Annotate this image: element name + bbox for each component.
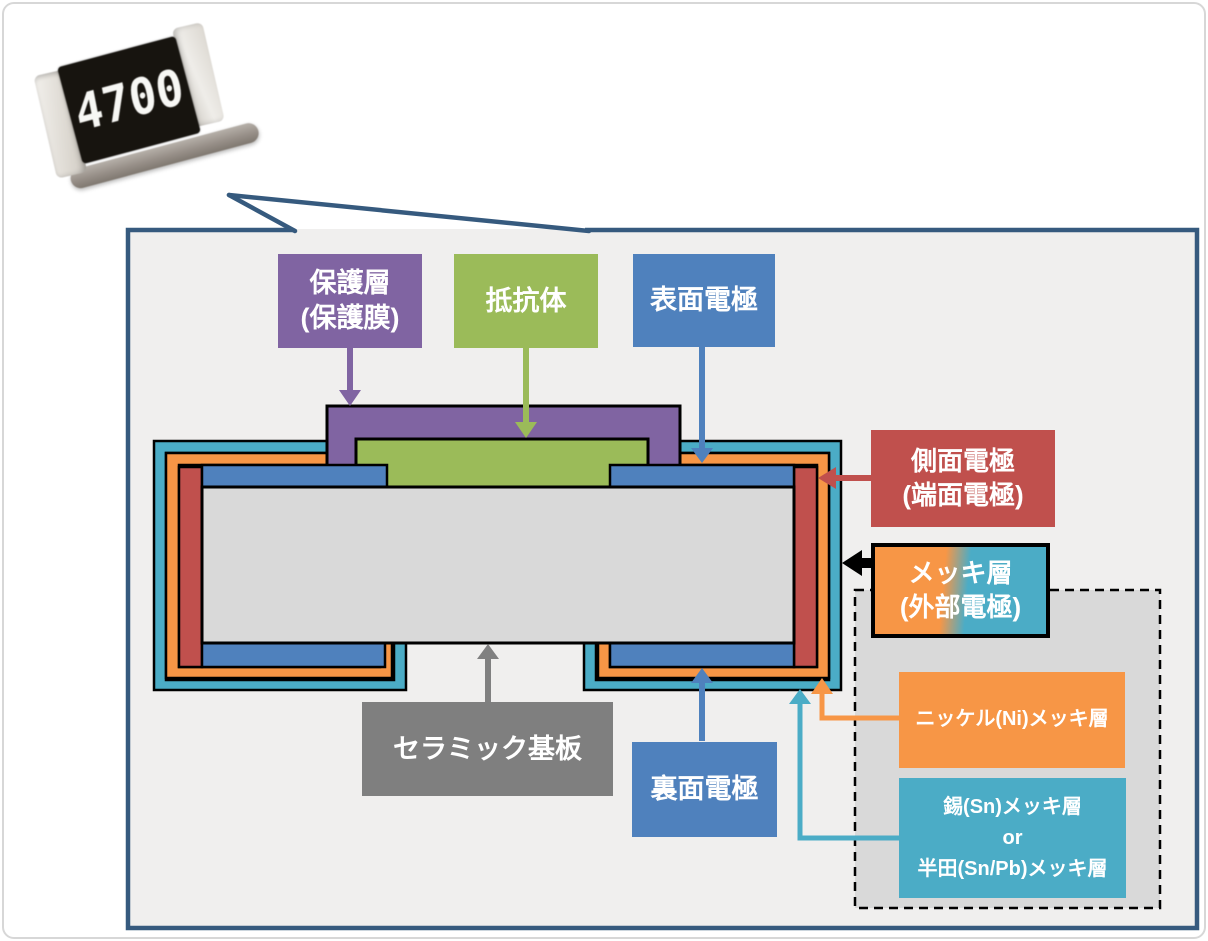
nickel-plating-connector-arrow xyxy=(811,678,899,721)
front-electrode-label: 表面電極 xyxy=(633,254,775,347)
side-electrode-label-line2: (端面電極) xyxy=(902,479,1024,510)
plating-layer-label: メッキ層 (外部電極) xyxy=(871,543,1050,638)
ceramic-substrate-label: セラミック基板 xyxy=(362,702,613,796)
side-electrode-left-shape xyxy=(177,465,204,669)
side-electrode-label: 側面電極 (端面電極) xyxy=(871,430,1055,527)
resistor-element-shape xyxy=(354,437,650,490)
chip-resistor-photo: 4700 xyxy=(18,10,261,200)
back-electrode-arrow xyxy=(691,668,713,741)
side-electrode-arrow xyxy=(818,467,871,489)
callout-box-border xyxy=(125,227,1200,931)
back-electrode-label-text: 裏面電極 xyxy=(650,774,759,805)
side-electrode-right-shape xyxy=(792,465,819,669)
plating-arrow xyxy=(842,550,872,576)
nickel-plating-label-text: ニッケル(Ni)メッキ層 xyxy=(915,708,1109,731)
tin-plating-label-line1: 錫(Sn)メッキ層 xyxy=(943,795,1082,818)
nickel-plating-label: ニッケル(Ni)メッキ層 xyxy=(899,672,1125,768)
back-electrode-right-shape xyxy=(608,641,796,669)
resistor-arrow xyxy=(515,348,537,438)
protective-layer-label-line2: (保護膜) xyxy=(300,303,400,333)
ceramic-substrate-shape xyxy=(200,485,796,645)
chip-marking-text: 4700 xyxy=(69,56,189,144)
front-electrode-left-shape xyxy=(200,463,389,489)
protective-layer-label-line1: 保護層 xyxy=(309,268,391,299)
tin-plating-label: 錫(Sn)メッキ層 or 半田(Sn/Pb)メッキ層 xyxy=(899,778,1126,898)
front-electrode-arrow xyxy=(691,347,713,463)
plating-layer-label-line2: (外部電極) xyxy=(899,591,1022,622)
tin-plating-label-line3: 半田(Sn/Pb)メッキ層 xyxy=(917,857,1108,880)
callout-tail-left-edge xyxy=(226,192,298,234)
chip: 4700 xyxy=(33,22,261,191)
back-electrode-left-shape xyxy=(200,641,387,669)
callout-tail-right-edge xyxy=(226,192,592,234)
back-electrode-label: 裏面電極 xyxy=(632,742,777,837)
front-electrode-right-shape xyxy=(608,463,796,489)
resistor-label: 抵抗体 xyxy=(454,254,598,348)
side-electrode-label-line1: 側面電極 xyxy=(910,446,1015,477)
front-electrode-label-text: 表面電極 xyxy=(650,285,758,316)
tin-plating-connector-arrow xyxy=(789,689,899,841)
ceramic-substrate-label-text: セラミック基板 xyxy=(393,733,582,764)
plating-layer-label-line1: メッキ層 xyxy=(908,558,1013,589)
protective-layer-arrow xyxy=(339,348,361,406)
ceramic-arrow xyxy=(477,644,499,702)
resistor-label-text: 抵抗体 xyxy=(485,285,567,316)
tin-plating-label-line2: or xyxy=(1002,826,1023,849)
protective-layer-label: 保護層 (保護膜) xyxy=(278,254,422,348)
